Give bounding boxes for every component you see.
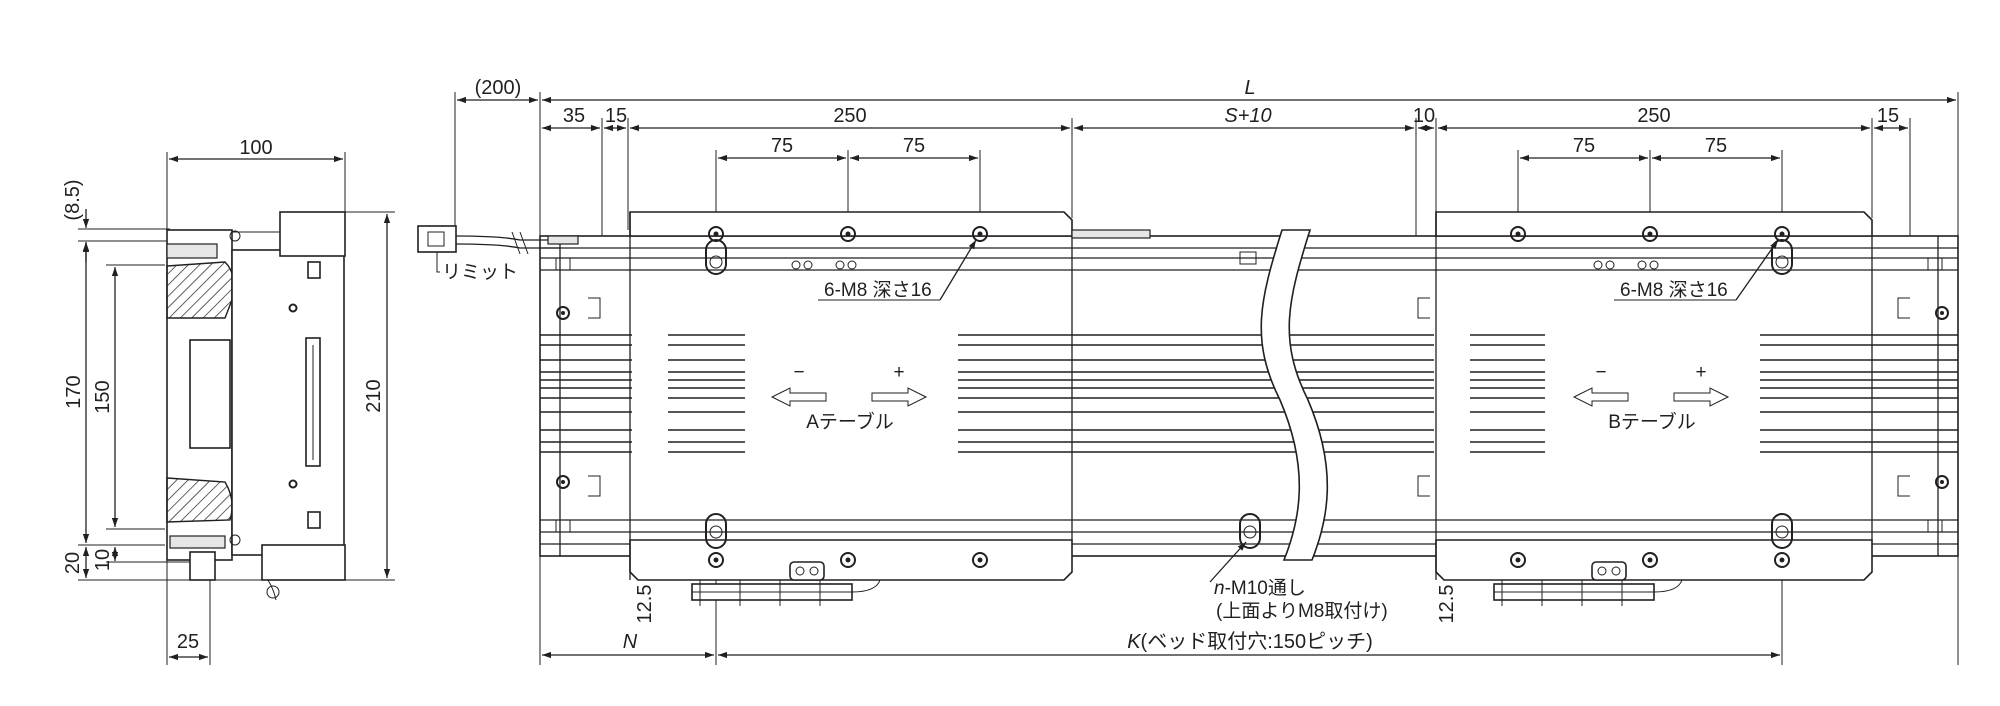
dim-bottom-20: 20 [62,552,84,574]
dim-table-a-250: 250 [833,105,866,127]
dim-bottom-12-5-a: 12.5 [634,585,656,624]
side-view: 100 (8.5) 170 150 210 20 10 [62,137,395,665]
dim-k-letter: K [1127,631,1142,653]
plus-a: + [893,362,904,383]
table-b [1435,211,1873,581]
dim-width-25: 25 [177,631,199,653]
base-grooves [540,334,1958,453]
dim-k-suffix: (ベッド取付穴:150ピッチ) [1141,630,1373,653]
side-view-dimensions: 100 (8.5) 170 150 210 20 10 [62,137,395,665]
hatched-guide-upper [166,261,235,319]
cable-chain-b [1493,561,1683,606]
leader-labels: 6-M8 深さ16 6-M8 深さ16 n-M10通し (上面よりM8取付け) [818,239,1779,622]
arrow-right-b-icon [1673,387,1730,407]
dim-overall-l: L [1244,77,1255,99]
top-view: (200) L 35 15 250 S+10 10 250 15 [417,77,1959,665]
bed-hole-note: (上面よりM8取付け) [1216,600,1388,622]
direction-b: − + Bテーブル [1572,362,1730,433]
actuator-base [539,235,1959,557]
bed-hole-label: n-M10通し [1214,577,1306,599]
table-b-label: Bテーブル [1608,410,1696,433]
dim-bottom-10: 10 [92,549,114,571]
bed-hole-n: n [1214,578,1225,599]
dim-height-150: 150 [92,380,114,413]
dim-n: N [623,631,638,653]
cable-chain-a [691,561,881,606]
arrow-right-a-icon [871,387,928,407]
dim-k: K(ベッド取付穴:150ピッチ) [1127,630,1373,653]
arrow-left-a-icon [770,387,827,407]
side-view-body [166,211,346,601]
dim-pitch-b-1: 75 [1573,135,1595,157]
dim-15-left: 15 [605,105,627,127]
table-a [629,211,1073,581]
dim-height-210: 210 [363,379,385,412]
dim-cable-200: (200) [475,77,522,99]
arrow-left-b-icon [1572,387,1629,407]
dim-pitch-b-2: 75 [1705,135,1727,157]
dim-pitch-a-1: 75 [771,135,793,157]
dim-15-right: 15 [1877,105,1899,127]
dim-offset-8-5: (8.5) [62,179,84,220]
dim-height-170: 170 [63,375,85,408]
plus-b: + [1695,362,1706,383]
dim-pitch-a-2: 75 [903,135,925,157]
tap-label-a: 6-M8 深さ16 [824,279,932,301]
hatched-guide-lower [166,477,233,523]
table-tap-holes [708,226,1790,568]
minus-a: − [793,362,804,383]
minus-b: − [1595,362,1606,383]
dim-stroke-s10: S+10 [1224,105,1271,127]
dim-table-b-250: 250 [1637,105,1670,127]
dim-10: 10 [1413,105,1435,127]
limit-connector: リミット [417,225,579,283]
dim-35: 35 [563,105,585,127]
limit-label: リミット [442,262,518,283]
bed-hole-rest: -M10通し [1225,577,1306,599]
table-a-label: Aテーブル [806,410,894,433]
tap-label-b: 6-M8 深さ16 [1620,279,1728,301]
break-line [1260,229,1329,561]
dim-width-100: 100 [239,137,272,159]
dim-bottom-12-5-b: 12.5 [1436,585,1458,624]
direction-a: − + Aテーブル [770,362,928,433]
